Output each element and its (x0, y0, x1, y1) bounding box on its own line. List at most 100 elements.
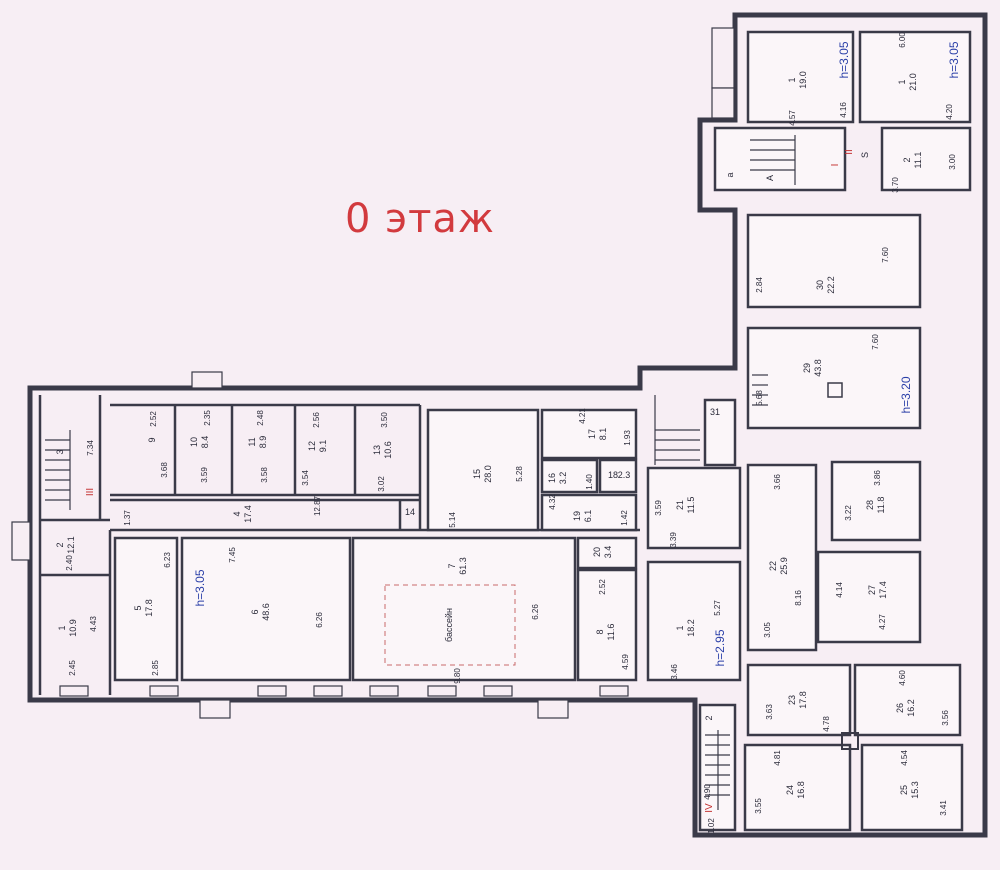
room-dimension: 4.16 (839, 102, 848, 118)
room-dimension: 6.26 (315, 612, 324, 628)
room-area: 8.9 (258, 436, 268, 449)
room-number: 27 (867, 585, 877, 595)
room-number: 1 (787, 77, 797, 82)
room-number: 31 (710, 407, 720, 417)
room-dimension: 2.84 (755, 277, 764, 293)
room-dimension: 3.05 (763, 622, 772, 638)
room-area: 28.0 (483, 465, 493, 483)
room-18 (598, 458, 638, 494)
room-number: 24 (785, 785, 795, 795)
stair-label: S (860, 152, 870, 158)
room-dimension: 3.66 (773, 474, 782, 490)
room-dimension: 7.45 (228, 547, 237, 563)
room-21 (646, 466, 742, 550)
window (11, 521, 31, 561)
room-dimension: 3.63 (765, 704, 774, 720)
room-number: 2 (55, 542, 65, 547)
room-dimension: 3.58 (260, 467, 269, 483)
room-dimension: 3.59 (654, 500, 663, 516)
exit-label: II (844, 149, 855, 155)
room-number: 17 (587, 429, 597, 439)
room-19 (540, 493, 638, 532)
room-number: 1 (675, 625, 685, 630)
room-number: 22 (768, 561, 778, 571)
room-number: 26 (895, 703, 905, 713)
room-22 (746, 463, 818, 652)
room-dimension: 5.14 (448, 512, 457, 528)
room-number: 13 (372, 445, 382, 455)
room-number: 18 (608, 470, 618, 480)
room-dimension: 3.22 (844, 505, 853, 521)
room-30 (746, 213, 922, 309)
ceiling-height: h=3.20 (899, 376, 913, 413)
room-dimension: 3.56 (941, 710, 950, 726)
room-24 (743, 743, 852, 832)
room-dimension: 6.00 (898, 32, 907, 48)
room-number: 4 (232, 511, 242, 516)
room-number: 12 (307, 441, 317, 451)
floor-title: 0 этаж (345, 196, 495, 242)
room-number: 11 (247, 437, 257, 446)
column (827, 382, 843, 398)
room-area: 11.5 (686, 497, 696, 514)
room-6 (180, 536, 352, 682)
room-number: 2 (902, 157, 912, 162)
room-area: 6.1 (583, 510, 593, 523)
room-dimension: 4.21 (578, 408, 587, 424)
room-1-right-a (746, 30, 855, 124)
room-number: 15 (472, 469, 482, 479)
room-dimension: 7.60 (871, 334, 880, 350)
room-dimension: 1.40 (585, 474, 594, 490)
room-area: 12.1 (66, 536, 76, 554)
room-area: 8.4 (200, 436, 210, 449)
room-number: 23 (787, 695, 797, 705)
room-dimension: 7.60 (881, 247, 890, 263)
room-area: 22.2 (826, 276, 836, 294)
room-number: 21 (675, 500, 685, 510)
room-area: 3.4 (603, 546, 613, 559)
room-area: 16.2 (906, 699, 916, 717)
room-dimension: 2.52 (598, 579, 607, 595)
room-area: 25.9 (779, 557, 789, 575)
ceiling-height: h=3.05 (837, 41, 851, 78)
room-31 (703, 398, 737, 467)
room-area: 10.9 (68, 619, 78, 637)
room-number: 29 (802, 363, 812, 373)
exit-label: III (85, 488, 96, 496)
room-number: 1 (57, 625, 67, 630)
exit-label: I (830, 164, 841, 167)
window (711, 87, 735, 119)
room-dimension: 3.86 (873, 470, 882, 486)
room-16 (540, 458, 599, 494)
room-dimension: 1.42 (620, 510, 629, 526)
room-8 (576, 568, 638, 682)
room-dimension: 3.46 (670, 664, 679, 680)
room-23 (746, 663, 852, 737)
room-dimension: 3.55 (754, 798, 763, 814)
room-dimension: 4.59 (621, 654, 630, 670)
room-dimension: 1.37 (123, 510, 132, 526)
room-area: 17.4 (243, 505, 253, 523)
room-29 (746, 326, 922, 430)
room-area: 17.8 (798, 691, 808, 709)
room-number: 2 (704, 715, 714, 720)
room-area: 16.8 (796, 781, 806, 799)
room-dimension: 4.78 (822, 716, 831, 732)
room-dimension: 3.02 (377, 476, 386, 492)
room-dimension: 3.68 (160, 462, 169, 478)
room-dimension: 12.87 (313, 495, 322, 516)
room-28 (830, 460, 922, 542)
room-area: 10.6 (383, 441, 393, 459)
room-area: 18.2 (686, 619, 696, 637)
room-dimension: 2.40 (65, 555, 74, 571)
room-25 (860, 743, 964, 832)
room-number: 6 (250, 609, 260, 614)
room-area: 17.8 (144, 599, 154, 617)
room-2-right (880, 126, 972, 192)
room-dimension: 3.00 (948, 154, 957, 170)
room-number: 14 (405, 507, 415, 517)
room-dimension: 2.35 (203, 410, 212, 426)
room-dimension: 2.52 (149, 411, 158, 427)
room-dimension: 3.41 (939, 800, 948, 816)
room-number: 10 (189, 437, 199, 447)
